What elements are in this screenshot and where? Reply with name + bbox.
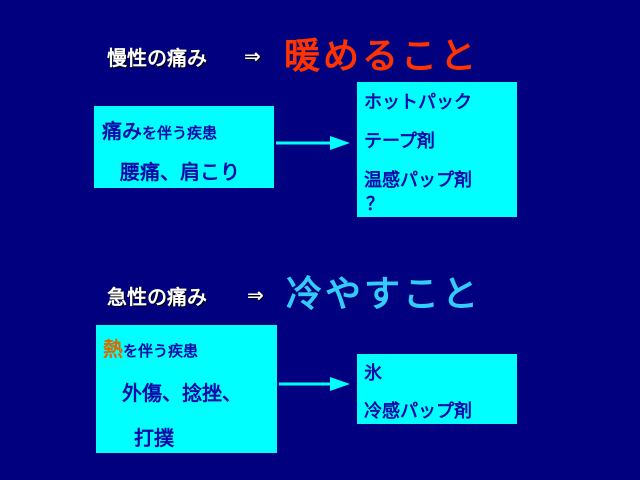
treatment-item: 冷感パップ剤 bbox=[364, 401, 472, 422]
acute-connector-arrow bbox=[279, 377, 350, 391]
implies-arrow-icon: ⇒ bbox=[244, 44, 261, 68]
chronic-cause-label: 痛みを伴う疾患 bbox=[102, 115, 217, 144]
warm-treatment-box: ホットパック テープ剤 温感パップ剤 ？ bbox=[357, 82, 517, 217]
implies-arrow-icon: ⇒ bbox=[247, 283, 264, 307]
acute-examples-line1: 外傷、捻挫、 bbox=[122, 381, 242, 405]
treatment-item: 氷 bbox=[364, 363, 382, 384]
accompanying-disease-text: を伴う疾患 bbox=[123, 342, 199, 360]
chronic-connector-arrow bbox=[276, 136, 350, 150]
cool-treatment-box: 氷 冷感パップ剤 bbox=[357, 354, 517, 424]
pain-emphasis: 痛み bbox=[102, 119, 142, 143]
treatment-item: ホットパック bbox=[364, 92, 472, 113]
treatment-item: 温感パップ剤 bbox=[364, 170, 472, 191]
acute-cause-label: 熱を伴う疾患 bbox=[103, 333, 198, 362]
treatment-item: テープ剤 bbox=[364, 131, 435, 152]
chronic-examples: 腰痛、肩こり bbox=[120, 160, 240, 184]
warming-remedy-title: 暖めること bbox=[284, 36, 480, 77]
acute-cause-box: 熱を伴う疾患 外傷、捻挫、 打撲 bbox=[96, 325, 277, 453]
heat-emphasis: 熱 bbox=[103, 337, 123, 361]
acute-examples-line2: 打撲 bbox=[134, 426, 174, 450]
acute-pain-heading: 急性の痛み bbox=[107, 285, 207, 309]
cooling-remedy-title: 冷やすこと bbox=[286, 274, 482, 315]
chronic-pain-heading: 慢性の痛み bbox=[107, 46, 207, 70]
question-mark: ？ bbox=[366, 194, 384, 215]
accompanying-disease-text: を伴う疾患 bbox=[142, 124, 218, 142]
chronic-cause-box: 痛みを伴う疾患 腰痛、肩こり bbox=[94, 106, 274, 188]
